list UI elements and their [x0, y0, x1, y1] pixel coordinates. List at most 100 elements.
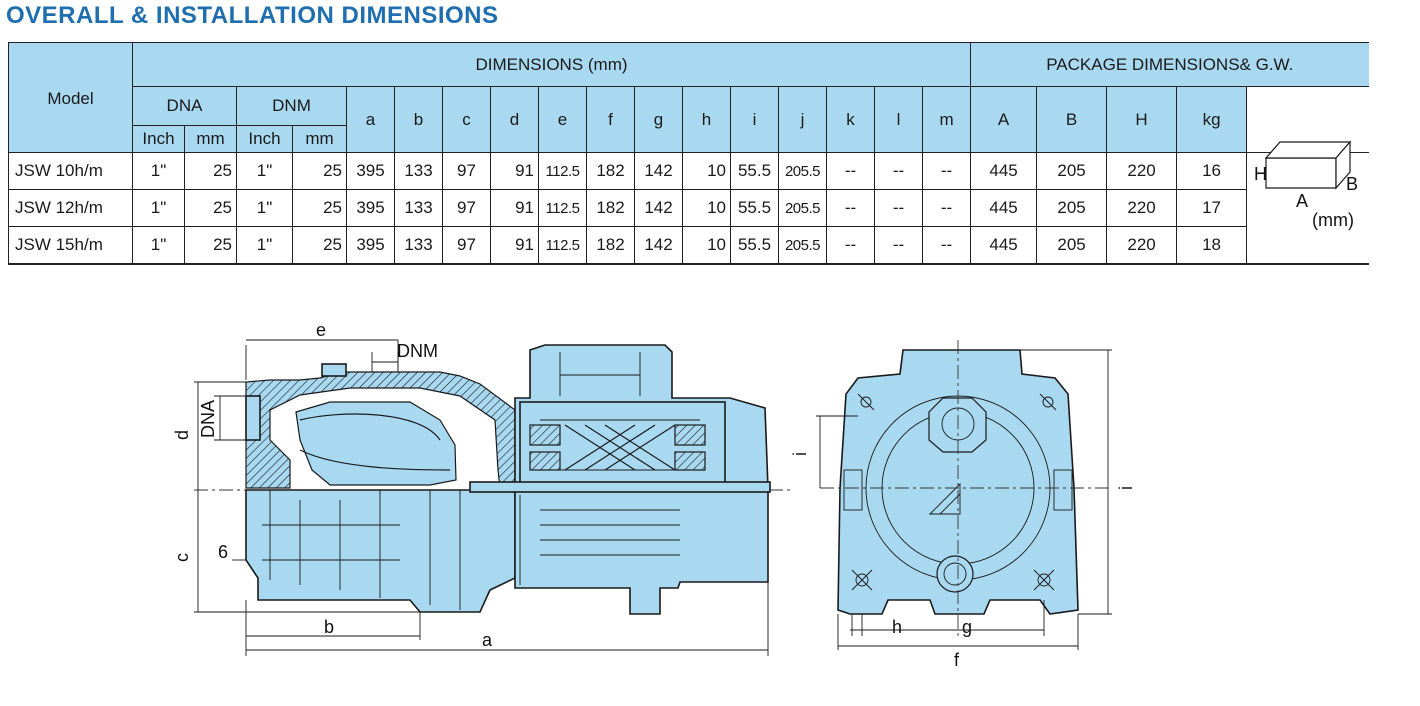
a-cell: 395	[346, 226, 395, 265]
dna-mm-header: mm	[184, 125, 237, 153]
col-pkg-a-header: A	[970, 86, 1038, 153]
front-label-h: h	[892, 617, 902, 637]
dna-mm-cell: 25	[184, 189, 237, 227]
model-cell: JSW 12h/m	[8, 189, 133, 227]
side-label-d: d	[172, 430, 192, 440]
pkg-a-cell: 445	[970, 189, 1038, 227]
side-view-dimensions	[194, 339, 769, 656]
dnm-mm-header: mm	[292, 125, 347, 153]
f-cell: 182	[586, 189, 635, 227]
dimensions-table: Model DIMENSIONS (mm) PACKAGE DIMENSIONS…	[8, 42, 1369, 265]
g-cell: 142	[634, 152, 683, 190]
front-label-i-full: i	[1116, 486, 1136, 490]
dnm-mm-cell: 25	[292, 226, 347, 265]
side-view-drawing	[194, 344, 790, 615]
col-pkg-b-header: B	[1036, 86, 1108, 153]
j-cell: 205.5	[778, 226, 827, 265]
l-cell: --	[874, 226, 923, 265]
l-cell: --	[874, 152, 923, 190]
package-box-unit: (mm)	[1312, 210, 1354, 230]
dimensions-header: DIMENSIONS (mm)	[131, 42, 972, 87]
c-cell: 97	[442, 226, 491, 265]
g-cell: 142	[634, 189, 683, 227]
col-h-header: h	[682, 86, 731, 153]
h-cell: 10	[682, 152, 731, 190]
m-cell: --	[921, 226, 972, 265]
c-cell: 97	[442, 189, 491, 227]
pkg-a-cell: 445	[970, 226, 1038, 265]
col-a-header: a	[346, 86, 395, 153]
col-k-header: k	[826, 86, 875, 153]
dna-inch-cell: 1"	[132, 189, 185, 227]
side-label-dnm: DNM	[397, 341, 438, 361]
e-cell: 112.5	[538, 189, 587, 227]
dna-inch-header: Inch	[132, 125, 185, 153]
col-g-header: g	[634, 86, 683, 153]
k-cell: --	[826, 189, 875, 227]
side-label-dna: DNA	[198, 400, 218, 438]
g-cell: 142	[634, 226, 683, 265]
col-pkg-kg-header: kg	[1176, 86, 1248, 153]
dnm-header: DNM	[236, 86, 347, 126]
f-cell: 182	[586, 226, 635, 265]
col-e-header: e	[538, 86, 587, 153]
front-label-i-short: i	[790, 452, 810, 456]
pkg-b-cell: 205	[1036, 152, 1108, 190]
package-box-icon	[1264, 140, 1352, 190]
dna-inch-cell: 1"	[132, 152, 185, 190]
front-view-drawing	[837, 349, 1079, 615]
side-label-e: e	[316, 320, 326, 340]
k-cell: --	[826, 152, 875, 190]
pkg-b-cell: 205	[1036, 226, 1108, 265]
model-cell: JSW 15h/m	[8, 226, 133, 265]
side-label-c: c	[172, 553, 192, 562]
dnm-mm-cell: 25	[292, 152, 347, 190]
col-j-header: j	[778, 86, 827, 153]
front-label-f: f	[954, 650, 960, 670]
side-label-a: a	[482, 630, 493, 650]
package-box-label-b: B	[1346, 174, 1358, 194]
b-cell: 133	[394, 189, 443, 227]
m-cell: --	[921, 189, 972, 227]
j-cell: 205.5	[778, 189, 827, 227]
pkg-kg-cell: 17	[1176, 189, 1248, 227]
col-f-header: f	[586, 86, 635, 153]
b-cell: 133	[394, 152, 443, 190]
front-label-g: g	[962, 617, 972, 637]
b-cell: 133	[394, 226, 443, 265]
model-header: Model	[8, 42, 133, 153]
side-label-6: 6	[218, 542, 228, 562]
table-row: JSW 15h/m 1" 25 1" 25 395 133 97 91 112.…	[8, 226, 1369, 265]
front-view-dimensions	[816, 340, 1112, 650]
d-cell: 91	[490, 189, 539, 227]
col-b-header: b	[394, 86, 443, 153]
dnm-inch-cell: 1"	[236, 152, 293, 190]
col-i-header: i	[730, 86, 779, 153]
side-label-b: b	[324, 617, 334, 637]
i-cell: 55.5	[730, 226, 779, 265]
e-cell: 112.5	[538, 226, 587, 265]
dna-inch-cell: 1"	[132, 226, 185, 265]
col-pkg-h-header: H	[1106, 86, 1178, 153]
pkg-b-cell: 205	[1036, 189, 1108, 227]
pkg-h-cell: 220	[1106, 226, 1178, 265]
d-cell: 91	[490, 152, 539, 190]
model-cell: JSW 10h/m	[8, 152, 133, 190]
package-box-label-a: A	[1296, 191, 1308, 211]
page-title: OVERALL & INSTALLATION DIMENSIONS	[6, 2, 499, 29]
h-cell: 10	[682, 189, 731, 227]
a-cell: 395	[346, 189, 395, 227]
col-l-header: l	[874, 86, 923, 153]
d-cell: 91	[490, 226, 539, 265]
pkg-h-cell: 220	[1106, 189, 1178, 227]
l-cell: --	[874, 189, 923, 227]
dnm-inch-cell: 1"	[236, 189, 293, 227]
dnm-mm-cell: 25	[292, 189, 347, 227]
package-box-label-h: H	[1254, 164, 1267, 184]
e-cell: 112.5	[538, 152, 587, 190]
c-cell: 97	[442, 152, 491, 190]
k-cell: --	[826, 226, 875, 265]
col-c-header: c	[442, 86, 491, 153]
dnm-inch-cell: 1"	[236, 226, 293, 265]
